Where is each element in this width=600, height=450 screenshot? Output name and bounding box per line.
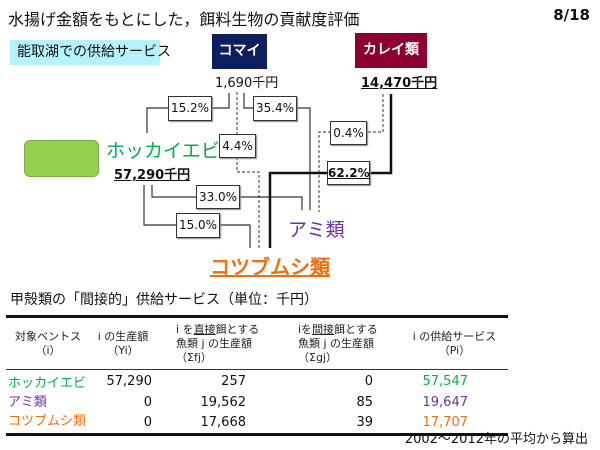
header-service-sub: （Pi） (438, 344, 471, 357)
hokkai-amount: 57,290千円 (114, 168, 191, 183)
row-f: 257 (221, 374, 246, 389)
table-row: コツブムシ類 0 17,668 39 17,707 (6, 412, 508, 433)
header-indirect-u: 間接 (312, 323, 335, 336)
row-p: 17,707 (422, 415, 469, 430)
row-g: 39 (356, 415, 373, 430)
ami-label: アミ類 (288, 219, 345, 241)
row-name: コツブムシ類 (8, 414, 87, 429)
link-hokkai-ami: 33.0% (196, 185, 240, 209)
header-service: i の供給サービス (412, 330, 497, 343)
header-direct-a: i を (176, 323, 194, 336)
header-benthos-sub: （i） (35, 344, 61, 357)
komai-box: コマイ (212, 34, 267, 69)
karei-amount: 14,470千円 (361, 76, 438, 91)
table-header-row: 対象ベントス（i） i の生産額（Yi） i を直接餌とする魚類 j の生産額（… (6, 318, 508, 370)
row-p: 19,647 (422, 395, 469, 410)
row-y: 0 (143, 415, 152, 430)
section-label: 能取湖での供給サービス (10, 40, 171, 65)
page-number: 8/18 (553, 6, 590, 24)
row-p: 57,547 (422, 374, 469, 389)
kotsubu-label: コツブムシ類 (210, 255, 330, 279)
slide-title: 水揚げ金額をもとにした，餌料生物の貢献度評価 (8, 10, 360, 29)
link-hokkai-kotsubu: 15.0% (176, 213, 220, 238)
header-indirect-b: 餌とする (334, 323, 378, 336)
table-row: アミ類 0 19,562 85 19,647 (6, 393, 508, 412)
link-komai-hokkai: 15.2% (168, 96, 212, 121)
row-name: ホッカイエビ (8, 376, 86, 391)
komai-amount: 1,690千円 (215, 76, 279, 91)
row-f: 17,668 (200, 415, 247, 430)
shrimp-image-placeholder (24, 140, 99, 177)
link-komai-kotsubu: 4.4% (219, 134, 256, 158)
header-indirect-sub: 魚類 j の生産額（Σgj） (298, 337, 375, 364)
table-row: ホッカイエビ 57,290 257 0 57,547 (6, 370, 508, 394)
row-g: 85 (356, 395, 373, 410)
link-karei-ami: 0.4% (330, 121, 367, 145)
link-karei-kotsubu: 62.2% (327, 161, 370, 185)
header-indirect-a: iを (298, 323, 313, 336)
header-direct-sub: 魚類 j の生産額（Σfj） (176, 337, 253, 364)
header-production-sub: （Yi） (107, 344, 139, 357)
karei-box: カレイ類 (355, 33, 427, 68)
footnote: 2002～2012年の平均から算出 (404, 432, 588, 447)
header-direct-u: 直接 (193, 323, 216, 336)
hokkai-label: ホッカイエビ (106, 140, 220, 162)
header-production: i の生産額 (97, 330, 149, 343)
header-direct-b: 餌とする (215, 323, 260, 336)
row-y: 57,290 (106, 374, 153, 389)
row-y: 0 (143, 395, 152, 410)
link-komai-ami: 35.4% (253, 96, 297, 121)
row-f: 19,562 (200, 395, 247, 410)
header-benthos: 対象ベントス (15, 330, 81, 343)
supply-service-table: 対象ベントス（i） i の生産額（Yi） i を直接餌とする魚類 j の生産額（… (6, 315, 508, 436)
row-name: アミ類 (8, 395, 47, 410)
row-g: 0 (364, 374, 373, 389)
table-title: 甲殻類の「間接的」供給サービス（単位：千円） (10, 292, 318, 308)
